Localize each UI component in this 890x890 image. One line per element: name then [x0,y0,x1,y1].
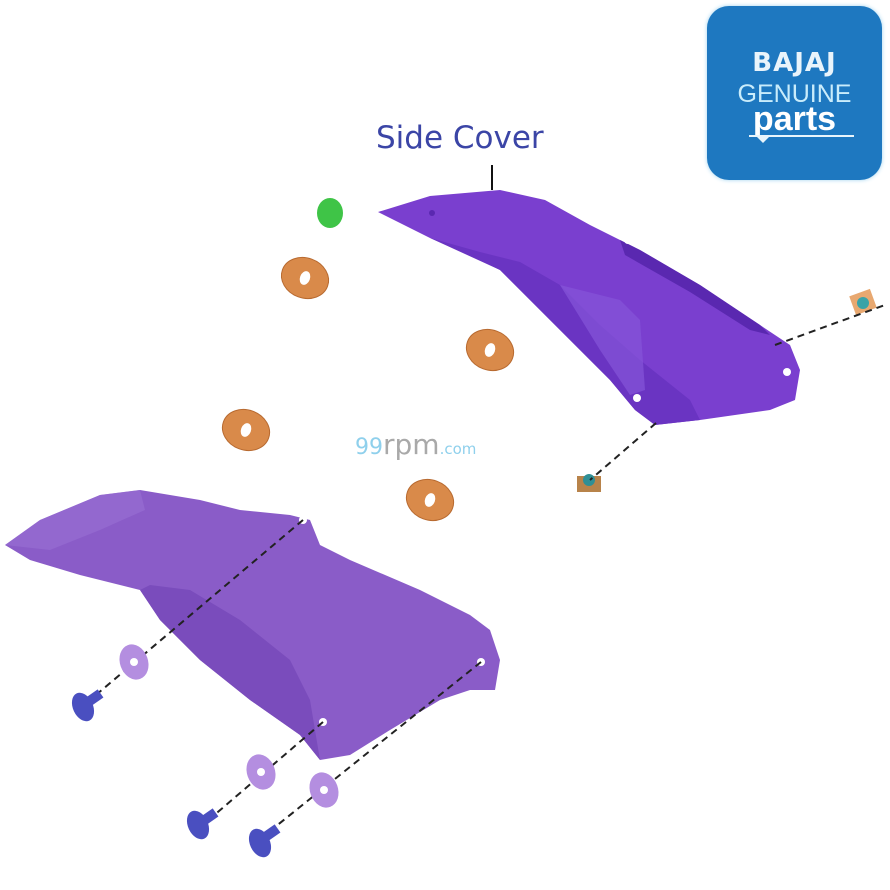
speed-nuts [577,288,877,492]
rubber-grommet [317,198,343,228]
watermark-main: rpm [383,428,440,461]
watermark: 99rpm.com [355,428,476,461]
bajaj-genuine-parts-logo: BAJAJ GENUINE parts [707,6,882,180]
logo-parts: parts [752,100,837,138]
part-label: Side Cover [376,120,544,156]
watermark-prefix: 99 [355,435,383,460]
rubber-washers [221,256,515,522]
logo-brand: BAJAJ [752,48,837,78]
upper-side-cover [378,190,800,425]
logo-arrow-icon [757,137,769,143]
push-rivets [71,689,281,858]
logo-genuine: GENUINE [737,80,852,108]
logo-underline [749,135,854,137]
lower-side-cover [5,490,500,760]
watermark-suffix: .com [439,440,477,458]
